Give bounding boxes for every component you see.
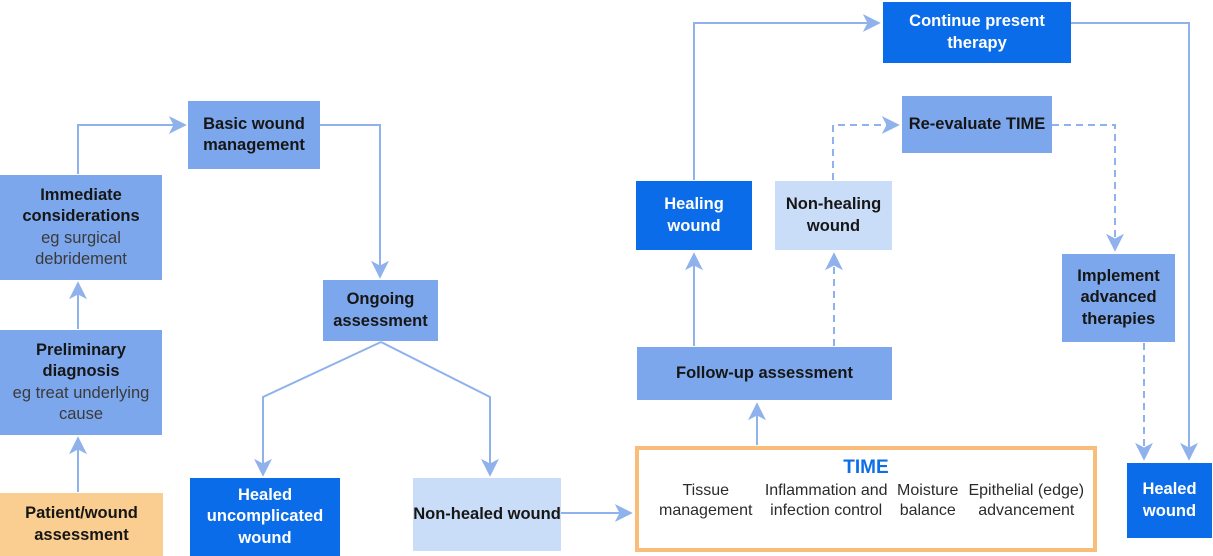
node-label: Non-healed wound xyxy=(413,504,561,523)
node-re-evaluate-time: Re-evaluate TIME xyxy=(902,96,1052,153)
node-label: Healed uncomplicated wound xyxy=(206,486,324,547)
time-title: TIME xyxy=(843,457,889,478)
node-ongoing-assessment: Ongoing assessment xyxy=(323,280,438,341)
node-non-healed-wound: Non-healed wound xyxy=(413,478,561,551)
node-non-healing-wound: Non-healing wound xyxy=(775,181,892,250)
node-label: Follow-up assessment xyxy=(676,363,853,382)
time-column-moisture-balance: Moisture balance xyxy=(897,482,959,519)
arrow-basic-to-ongoing xyxy=(320,124,389,279)
node-label: Ongoing assessment xyxy=(333,290,428,330)
time-column-tissue-management: Tissue management xyxy=(659,482,753,519)
node-note: eg surgical debridement xyxy=(35,228,127,268)
node-label: Patient/wound assessment xyxy=(25,504,138,544)
node-label: Healing wound xyxy=(664,195,724,235)
arrow-continue-to-healed-wound xyxy=(1071,22,1198,461)
node-healed-wound: Healed wound xyxy=(1127,463,1212,538)
node-healing-wound: Healing wound xyxy=(636,181,752,250)
node-continue-present-therapy: Continue present therapy xyxy=(883,2,1071,63)
time-column-epithelial-edge-advancement: Epithelial (edge) advancement xyxy=(968,482,1085,519)
node-label: Immediate considerations xyxy=(22,186,140,226)
node-label: Healed wound xyxy=(1142,480,1197,520)
node-healed-uncomplicated-wound: Healed uncomplicated wound xyxy=(190,478,340,556)
arrow-non-healing-to-re-evaluate-dashed xyxy=(832,116,900,180)
time-columns: Tissue management Inflammation and infec… xyxy=(639,479,1093,521)
node-label: Implement advanced therapies xyxy=(1077,267,1160,328)
arrow-ongoing-to-healed-uncomplicated xyxy=(254,341,382,477)
node-implement-advanced-therapies: Implement advanced therapies xyxy=(1062,254,1175,342)
node-label: Re-evaluate TIME xyxy=(908,114,1046,133)
node-time-framework: TIME Tissue management Inflammation and … xyxy=(635,446,1097,552)
node-note: eg treat underlying cause xyxy=(12,383,150,423)
node-basic-wound-management: Basic wound management xyxy=(188,101,320,169)
arrow-ongoing-to-non-healed xyxy=(380,341,499,477)
node-label: Preliminary diagnosis xyxy=(36,341,126,381)
arrow-re-evaluate-to-implement-dashed xyxy=(1052,124,1124,252)
node-label: Basic wound management xyxy=(203,114,305,154)
arrow-immediate-to-basic xyxy=(77,116,187,174)
node-follow-up-assessment: Follow-up assessment xyxy=(637,347,892,400)
node-patient-wound-assessment: Patient/wound assessment xyxy=(0,493,163,556)
arrow-healing-to-continue xyxy=(693,14,881,180)
time-column-inflammation-infection-control: Inflammation and infection control xyxy=(764,482,888,519)
node-label: Non-healing wound xyxy=(785,195,882,235)
node-immediate-considerations: Immediate considerations eg surgical deb… xyxy=(0,175,162,280)
node-preliminary-diagnosis: Preliminary diagnosis eg treat underlyin… xyxy=(0,330,162,435)
node-label: Continue present therapy xyxy=(909,12,1045,52)
